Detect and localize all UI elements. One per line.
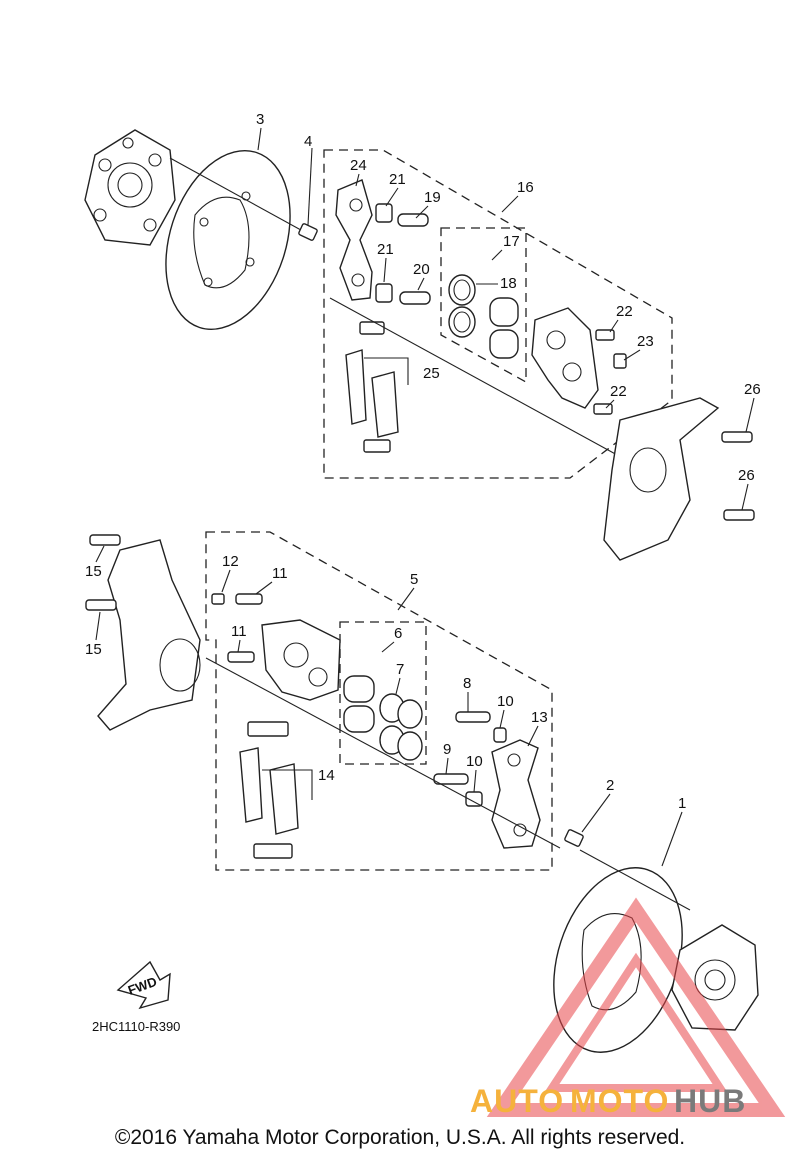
callout-6: 6 xyxy=(394,625,402,642)
watermark-text-hub: HUB xyxy=(674,1083,746,1119)
callout-5: 5 xyxy=(410,571,418,588)
callout-22-b: 22 xyxy=(610,383,627,400)
brake-pads-upper xyxy=(345,321,399,453)
forward-arrow-icon xyxy=(116,960,171,1010)
callout-26-a: 26 xyxy=(744,381,761,398)
callout-7: 7 xyxy=(396,661,404,678)
callout-1: 1 xyxy=(678,795,686,812)
bolts-26 xyxy=(721,431,755,521)
callout-14: 14 xyxy=(318,767,335,784)
callout-15-a: 15 xyxy=(85,563,102,580)
callout-15-b: 15 xyxy=(85,641,102,658)
callout-23: 23 xyxy=(637,333,654,350)
slide-pins-upper xyxy=(375,203,431,305)
diagram-code: 2HC1110-R390 xyxy=(92,1019,180,1034)
knuckle-lower xyxy=(97,539,201,731)
callout-21-b: 21 xyxy=(377,241,394,258)
callout-11-a: 11 xyxy=(272,565,288,582)
bolts-22 xyxy=(593,329,627,415)
assembly-boundary-5 xyxy=(205,531,553,871)
callout-18: 18 xyxy=(500,275,517,292)
callout-24: 24 xyxy=(350,157,367,174)
pistons-upper xyxy=(489,297,519,359)
callout-10-a: 10 xyxy=(497,693,514,710)
callout-9: 9 xyxy=(443,741,451,758)
callout-3: 3 xyxy=(256,111,264,128)
callout-13: 13 xyxy=(531,709,548,726)
bolt-2 xyxy=(564,829,584,847)
seals-upper xyxy=(448,274,476,338)
watermark-text-auto: AUTO xyxy=(470,1083,564,1119)
caliper-upper xyxy=(531,307,599,409)
knuckle-upper xyxy=(603,397,720,561)
brake-pads-lower xyxy=(239,721,299,859)
callout-11-b: 11 xyxy=(231,623,247,640)
callout-17: 17 xyxy=(503,233,520,250)
callout-16: 16 xyxy=(517,179,534,196)
brake-disc-upper xyxy=(165,149,291,331)
callout-10-b: 10 xyxy=(466,753,483,770)
callout-8: 8 xyxy=(463,675,471,692)
watermark-text-moto: MOTO xyxy=(570,1083,669,1119)
bolts-15 xyxy=(85,534,121,611)
watermark-logo xyxy=(486,897,786,1117)
callout-21-a: 21 xyxy=(389,171,406,188)
seals-lower xyxy=(379,693,423,761)
pistons-lower xyxy=(343,675,375,733)
caliper-lower xyxy=(211,593,341,701)
bolt-4 xyxy=(298,223,318,241)
callout-2: 2 xyxy=(606,777,614,794)
callout-labels: 3 4 24 21 19 16 17 21 20 18 22 23 25 22 … xyxy=(85,111,761,1034)
callout-12: 12 xyxy=(222,553,239,570)
callout-22-a: 22 xyxy=(616,303,633,320)
callout-25: 25 xyxy=(423,365,440,382)
callout-4: 4 xyxy=(304,133,312,150)
caliper-bracket-upper xyxy=(335,179,373,301)
copyright-notice: ©2016 Yamaha Motor Corporation, U.S.A. A… xyxy=(114,1126,686,1149)
callout-26-b: 26 xyxy=(738,467,755,484)
hub-upper xyxy=(84,129,176,246)
callout-20: 20 xyxy=(413,261,430,278)
assembly-boundary-6 xyxy=(339,621,427,765)
caliper-bracket-lower xyxy=(491,739,541,849)
callout-19: 19 xyxy=(424,189,441,206)
